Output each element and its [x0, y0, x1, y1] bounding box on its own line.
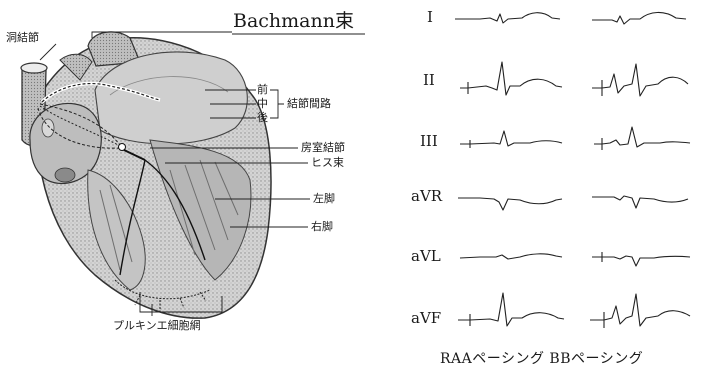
- trace-aVL-raa: [460, 254, 562, 259]
- trace-I-bb: [592, 12, 686, 24]
- trace-aVF-raa: [458, 293, 564, 326]
- ecg-caption: RAAペーシング BBペーシング: [440, 352, 643, 366]
- trace-aVR-bb: [592, 196, 688, 208]
- trace-I-raa: [455, 13, 560, 23]
- trace-aVL-bb: [592, 252, 690, 266]
- trace-III-raa: [460, 131, 562, 148]
- trace-III-bb: [594, 127, 690, 150]
- trace-aVR-raa: [458, 198, 562, 210]
- trace-aVF-bb: [590, 294, 690, 328]
- trace-II-raa: [460, 62, 562, 95]
- trace-II-bb: [592, 64, 688, 96]
